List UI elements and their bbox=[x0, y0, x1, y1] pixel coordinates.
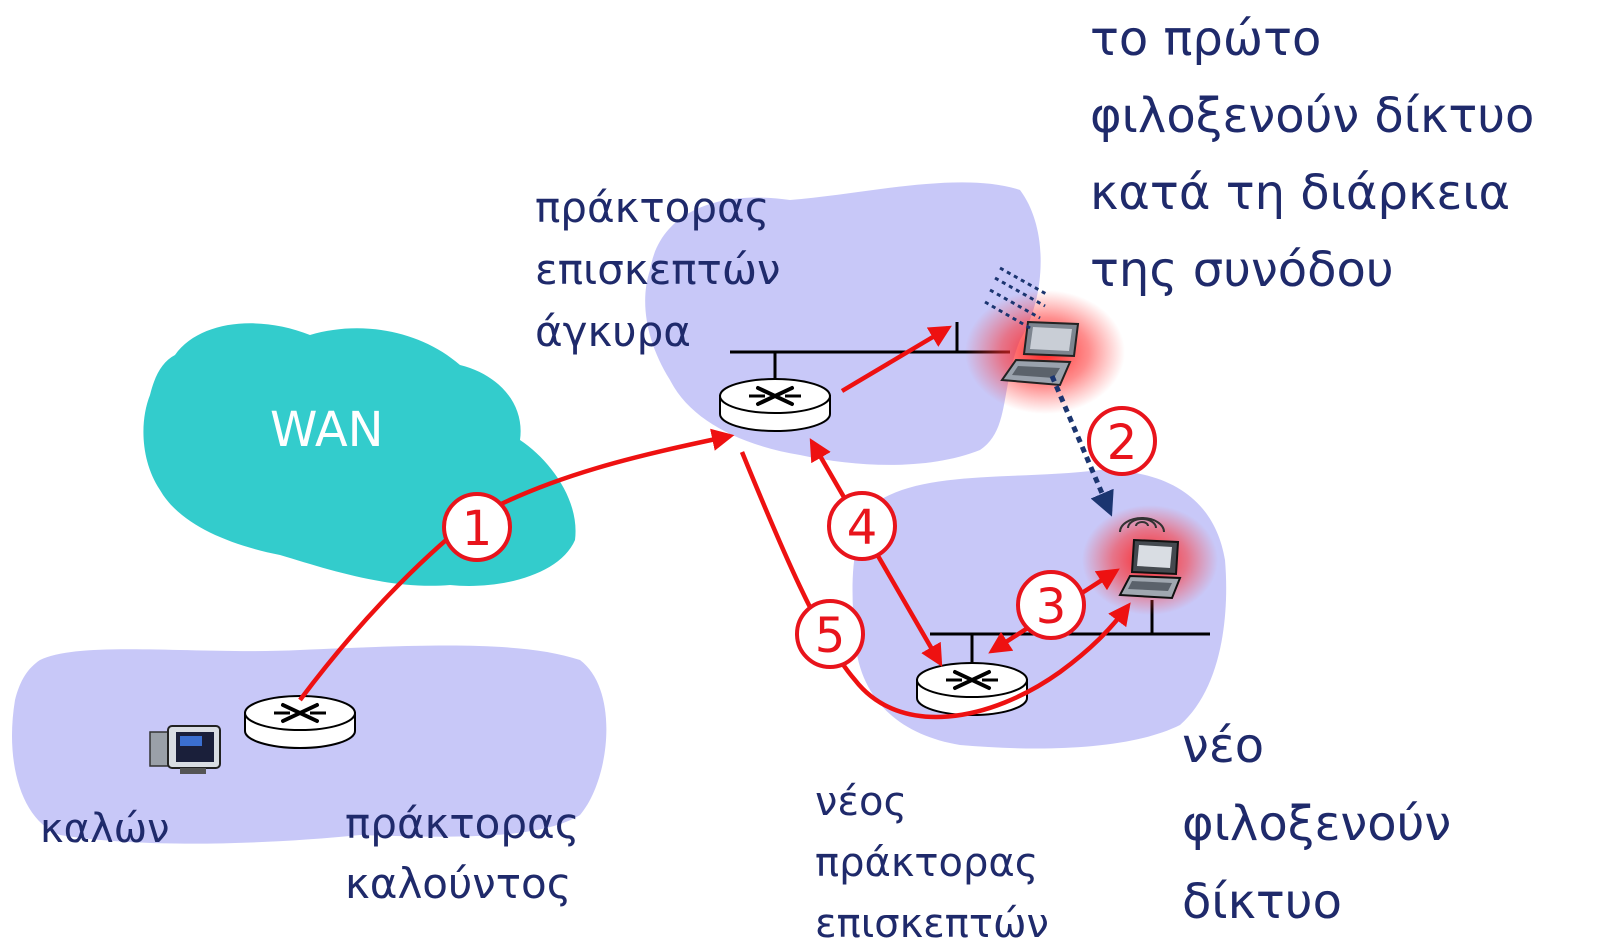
svg-text:της συνόδου: της συνόδου bbox=[1090, 242, 1394, 298]
svg-text:φιλοξενούν: φιλοξενούν bbox=[1182, 796, 1451, 852]
step-badge-1: 1 bbox=[442, 492, 512, 562]
router-icon bbox=[719, 378, 831, 432]
svg-text:5: 5 bbox=[815, 608, 846, 664]
router-icon bbox=[916, 662, 1028, 716]
svg-text:4: 4 bbox=[847, 500, 878, 556]
step-badge-5: 5 bbox=[795, 599, 865, 669]
svg-text:φιλοξενούν δίκτυο: φιλοξενούν δίκτυο bbox=[1090, 88, 1534, 144]
step-badge-2: 2 bbox=[1087, 406, 1157, 476]
arrow-anchor-to-old bbox=[840, 325, 952, 393]
caller-label: καλών bbox=[40, 806, 169, 852]
svg-text:3: 3 bbox=[1036, 579, 1067, 635]
arrow-step-5 bbox=[739, 451, 1131, 720]
svg-text:κατά τη διάρκεια: κατά τη διάρκεια bbox=[1090, 165, 1510, 221]
svg-text:το πρώτο: το πρώτο bbox=[1090, 11, 1321, 67]
svg-text:πράκτορας: πράκτορας bbox=[345, 799, 579, 848]
step-badge-3: 3 bbox=[1016, 570, 1086, 640]
anchor-agent-label: πράκτορας επισκεπτών άγκυρα bbox=[535, 183, 780, 356]
svg-text:1: 1 bbox=[462, 501, 493, 557]
svg-text:επισκεπτών: επισκεπτών bbox=[815, 901, 1049, 943]
svg-text:πράκτορας: πράκτορας bbox=[535, 183, 769, 232]
router-icon bbox=[244, 695, 356, 749]
wan-label: WAN bbox=[270, 402, 384, 458]
step-badge-4: 4 bbox=[827, 491, 897, 561]
svg-text:καλούντος: καλούντος bbox=[345, 859, 571, 908]
new-visited-agent-label: νέος πράκτορας επισκεπτών bbox=[815, 779, 1049, 943]
anchor-lan bbox=[730, 322, 1010, 380]
wireless-signal-icon bbox=[984, 266, 1049, 330]
first-host-network-label: το πρώτο φιλοξενούν δίκτυο κατά τη διάρκ… bbox=[1090, 11, 1534, 298]
move-path bbox=[1049, 375, 1114, 517]
new-host-network-label: νέο φιλοξενούν δίκτυο bbox=[1182, 718, 1451, 930]
laptop-icon bbox=[1118, 538, 1182, 600]
svg-text:άγκυρα: άγκυρα bbox=[535, 307, 691, 356]
svg-text:νέο: νέο bbox=[1182, 718, 1264, 774]
svg-text:νέος: νέος bbox=[815, 779, 907, 825]
caller-agent-label: πράκτορας καλούντος bbox=[345, 799, 579, 908]
desktop-computer-icon bbox=[149, 725, 221, 774]
svg-text:2: 2 bbox=[1107, 415, 1138, 471]
svg-text:δίκτυο: δίκτυο bbox=[1182, 874, 1342, 930]
svg-text:πράκτορας: πράκτορας bbox=[815, 840, 1038, 886]
svg-text:επισκεπτών: επισκεπτών bbox=[535, 245, 780, 294]
antenna-icon bbox=[1119, 517, 1165, 533]
